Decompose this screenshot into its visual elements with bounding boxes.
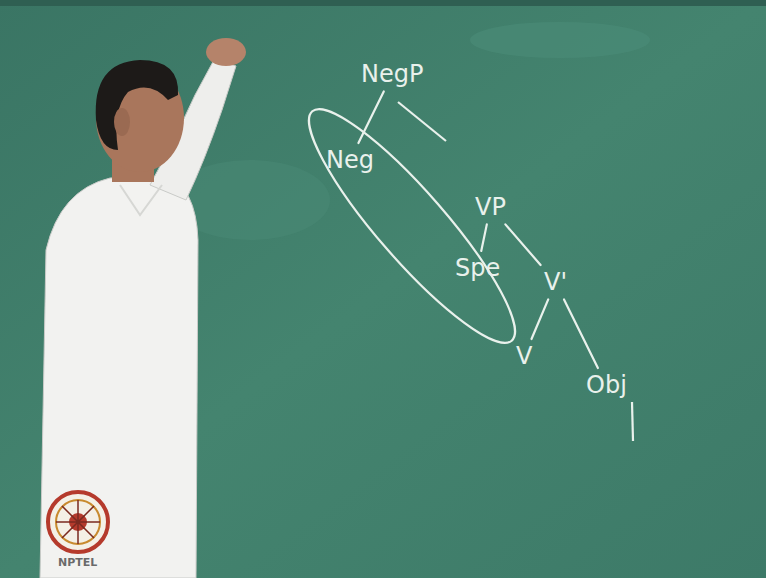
chalk-smudge bbox=[470, 22, 650, 58]
chalk-oval bbox=[287, 89, 538, 363]
tree-node: Neg bbox=[322, 143, 378, 177]
tree-node: V' bbox=[540, 265, 571, 299]
node-label: NegP bbox=[361, 61, 423, 87]
board-edge bbox=[0, 0, 766, 6]
lecturer bbox=[40, 38, 246, 578]
tree-node: V bbox=[512, 339, 536, 373]
tree-branch bbox=[632, 402, 633, 441]
tree-branch bbox=[481, 224, 487, 251]
tree-branch bbox=[358, 91, 383, 143]
tree-branch bbox=[398, 102, 446, 141]
node-label: Neg bbox=[326, 147, 374, 173]
nptel-logo bbox=[48, 492, 108, 552]
tree-branch bbox=[531, 299, 548, 339]
tree-node: NegP bbox=[357, 57, 427, 91]
tree-node: VP bbox=[471, 190, 510, 224]
tree-node: Obj bbox=[582, 368, 631, 402]
logo-caption: NPTEL bbox=[58, 556, 97, 569]
tree-branch bbox=[505, 224, 540, 265]
tree-branch bbox=[564, 299, 598, 368]
node-label: V' bbox=[544, 269, 567, 295]
node-label: V bbox=[516, 343, 532, 369]
node-label: Obj bbox=[586, 372, 627, 398]
tree-node: Spe bbox=[451, 251, 504, 285]
node-label: Spe bbox=[455, 255, 500, 281]
node-label: VP bbox=[475, 194, 506, 220]
